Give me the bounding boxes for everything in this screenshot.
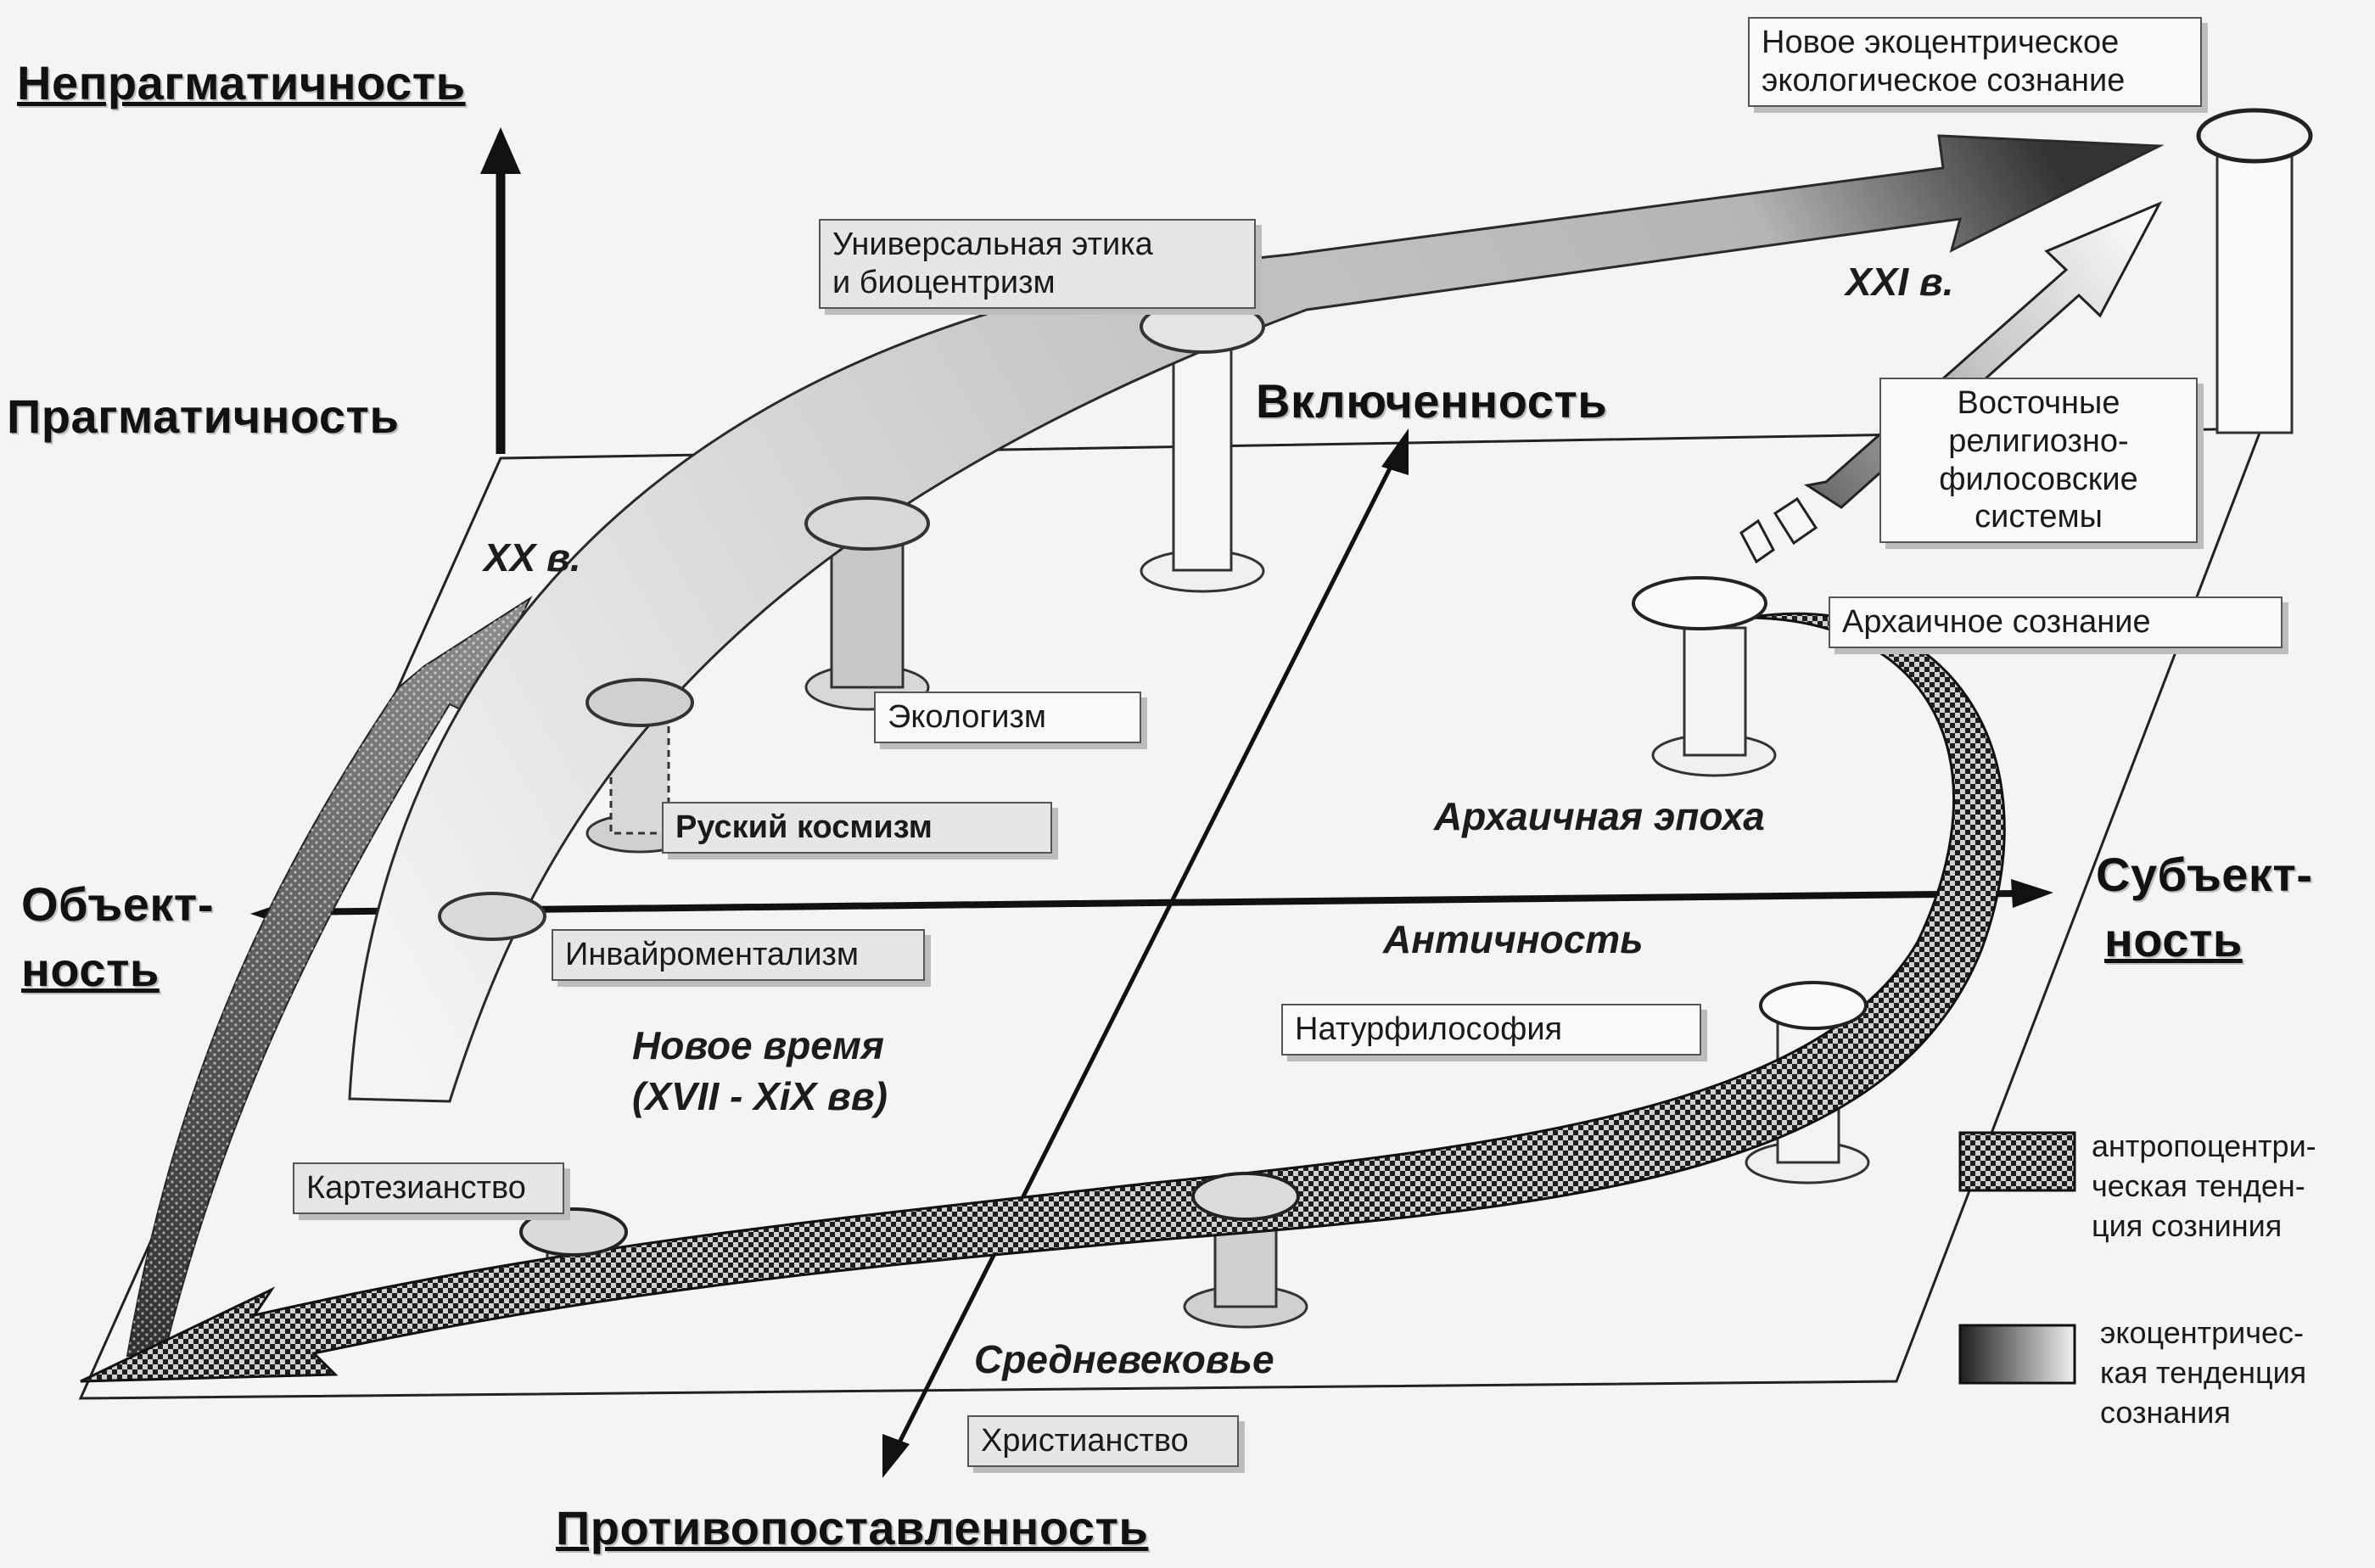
box-ecologism: Экологизм [874, 692, 1141, 743]
axis-title-subject-line1: Субъект- [2096, 848, 2313, 901]
pillar-new-eco [2215, 147, 2294, 434]
axis-title-non-pragmatism: Непрагматичность [17, 56, 466, 109]
pillar-top-new-eco [2196, 108, 2313, 164]
box-eastern-line2: религиозно- [1948, 423, 2129, 459]
legend-ecocentric-text: экоцентричес- кая тенденция сознания [2100, 1313, 2306, 1432]
pillar-top-universal-ethics [1140, 300, 1265, 354]
era-middle-ages: Средневековье [974, 1337, 1274, 1381]
legend-anthro-line1: антропоцентри- [2092, 1128, 2316, 1163]
pragmatism-axis-arrowhead [480, 127, 521, 174]
box-new-eco-consciousness: Новое экоцентрическое экологическое созн… [1748, 17, 2202, 107]
anthropocentric-arrow [80, 612, 2006, 1383]
box-eastern-line1: Восточные [1957, 385, 2120, 421]
era-xx-century: XX в. [484, 535, 581, 580]
box-cartesianism: Картезианство [293, 1162, 564, 1214]
box-universal-ethics: Универсальная этика и биоцентризм [819, 219, 1256, 309]
axis-title-pragmatism: Прагматичность [7, 389, 400, 443]
axis-title-opposition: Противопоставленность [556, 1501, 1149, 1554]
era-xxi-century: XXI в. [1846, 260, 1954, 304]
axis-title-inclusion: Включенность [1256, 374, 1608, 428]
box-new-eco-line2: экологическое сознание [1762, 62, 2126, 98]
legend-anthro-line2: ческая тенден- [2092, 1168, 2305, 1203]
era-new-time-line2: (XVII - XiX вв) [632, 1074, 888, 1118]
pillar-universal-ethics [1140, 338, 1265, 593]
era-new-time-line1: Новое время [632, 1023, 885, 1067]
box-eastern-line3: филосовские [1939, 461, 2138, 497]
xxi-arrow-tail-blocks [1739, 496, 1818, 564]
pillar-top-christianity [1191, 1172, 1300, 1221]
pillar-top-ecologism [804, 496, 930, 551]
pillar-top-cartesianism [519, 1207, 628, 1257]
object-subject-axis-line [288, 890, 2016, 916]
box-environmentalism: Инвайроментализм [552, 929, 925, 981]
legend-anthropocentric-swatch [1958, 1131, 2076, 1192]
era-antiquity: Античность [1383, 917, 1644, 961]
legend-ecocentric-swatch [1958, 1324, 2076, 1385]
pillar-top-environmentalism [438, 892, 546, 941]
pillar-ecologism [804, 541, 930, 711]
legend-eco-line2: кая тенденция [2100, 1354, 2307, 1390]
opposition-axis-arrowhead [882, 1434, 910, 1478]
box-universal-line2: и биоцентризм [832, 264, 1056, 300]
inclusion-opposition-axis-line [897, 463, 1394, 1444]
legend-eco-line3: сознания [2100, 1394, 2231, 1430]
box-naturphilosophy: Натурфилософия [1281, 1004, 1701, 1056]
box-new-eco-line1: Новое экоцентрическое [1762, 25, 2120, 60]
pillar-top-cosmism [585, 678, 694, 727]
legend-eco-line1: экоцентричес- [2100, 1315, 2305, 1350]
legend-anthro-line3: ция созниния [2092, 1207, 2283, 1243]
axis-title-object-line2: ность [21, 943, 160, 996]
box-archaic-consciousness: Архаичное сознание [1829, 596, 2283, 648]
box-eastern-line4: системы [1974, 499, 2103, 535]
subject-axis-arrowhead [2011, 879, 2053, 908]
box-christianity: Христианство [967, 1415, 1239, 1467]
axis-title-subject-line2: ность [2104, 913, 2243, 966]
axis-title-object-line1: Объект- [21, 877, 214, 931]
box-universal-line1: Универсальная этика [832, 227, 1153, 262]
box-cosmism: Руский космизм [662, 802, 1052, 854]
inclusion-axis-arrowhead [1381, 428, 1409, 475]
box-eastern-systems: Восточные религиозно- филосовские систем… [1879, 378, 2198, 544]
pillar-archaic [1651, 626, 1777, 777]
pillar-top-naturphilosophy [1759, 981, 1868, 1030]
legend-anthropocentric-text: антропоцентри- ческая тенден- ция сознин… [2092, 1127, 2316, 1246]
pillar-top-archaic [1632, 576, 1767, 630]
era-archaic: Архаичная эпоха [1434, 794, 1765, 838]
